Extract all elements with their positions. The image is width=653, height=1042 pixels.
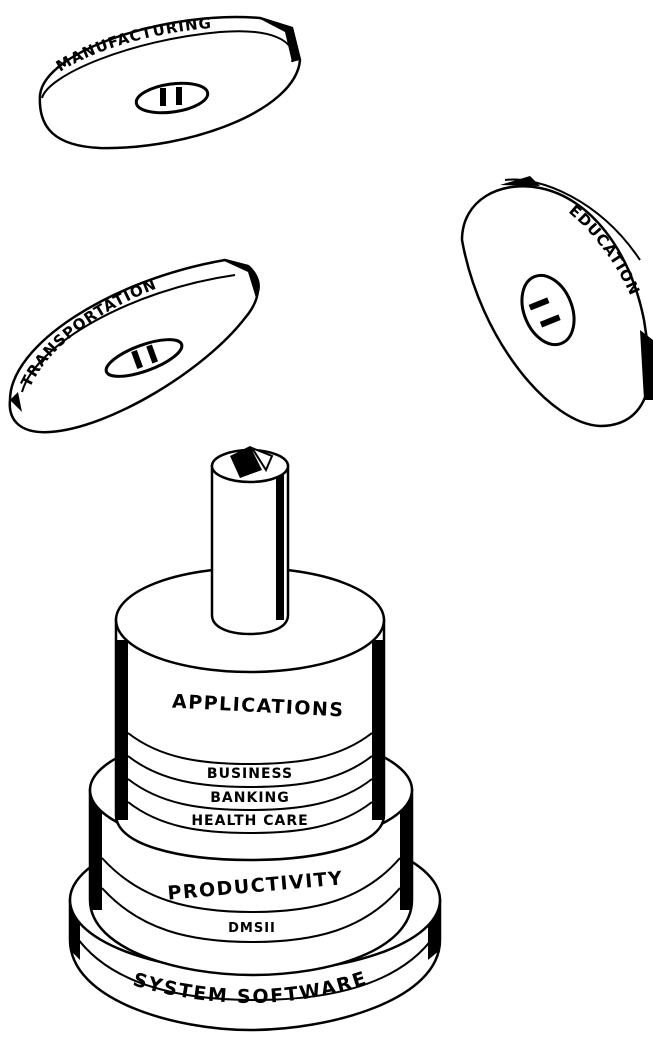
ring-education: EDUCATION xyxy=(462,176,653,426)
tier-applications-band-business: BUSINESS xyxy=(207,766,293,782)
ring-manufacturing-hole-shade xyxy=(176,87,182,105)
ring-manufacturing: MANUFACTURING xyxy=(40,14,300,148)
spindle-shade xyxy=(276,470,284,620)
ring-manufacturing-hole-shade xyxy=(160,88,166,106)
tier-productivity-band-dmsii: DMSII xyxy=(228,921,276,936)
spindle xyxy=(212,446,288,634)
tier-productivity-shade xyxy=(400,800,412,910)
ring-education-side-shade xyxy=(500,176,540,186)
tier-applications-shade xyxy=(372,640,384,820)
tier-applications-band-health-care: HEALTH CARE xyxy=(191,813,308,829)
tier-productivity-shade xyxy=(90,800,102,910)
tier-applications-band-banking: BANKING xyxy=(210,790,290,806)
ring-transportation: TRANSPORTATION xyxy=(10,260,260,432)
tier-applications-shade xyxy=(116,640,128,820)
